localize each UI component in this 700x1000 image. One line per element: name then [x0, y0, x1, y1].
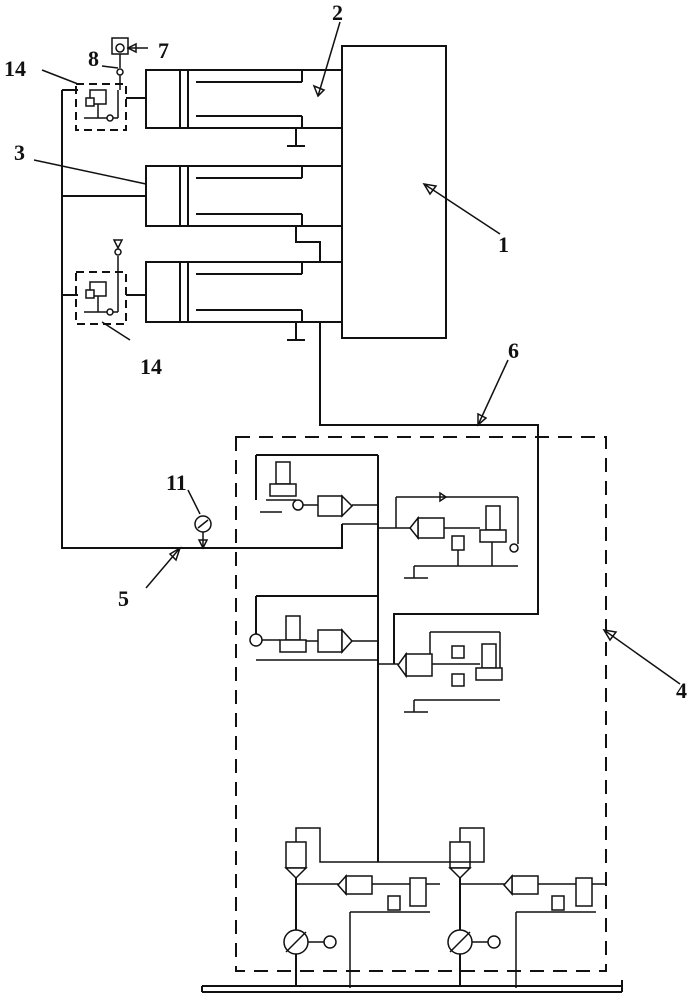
label-pipe-6: 6 [508, 338, 519, 363]
label-main-block-1: 1 [498, 232, 509, 257]
valve-group-upper [260, 462, 518, 578]
left-supply-pipe [62, 196, 342, 548]
label-item-8: 8 [88, 46, 99, 71]
check-valve-block-lower [76, 240, 126, 324]
label-valve-14-top: 14 [4, 56, 26, 81]
label-enclosure-4: 4 [676, 678, 687, 703]
label-1-cylinder-2: 2 [332, 0, 343, 25]
check-valve-block-top [76, 84, 126, 130]
label-cylinder-3: 3 [14, 140, 25, 165]
label-valve-14-lower: 14 [140, 354, 162, 379]
cylinder-bottom [146, 262, 342, 340]
label-line-5: 5 [118, 586, 129, 611]
pump-unit-right [378, 828, 606, 988]
pressure-gauge-top [112, 38, 148, 90]
pump-unit-left [284, 828, 440, 988]
cylinder-top [146, 70, 342, 146]
valve-group-middle [250, 616, 502, 712]
tank-line [202, 960, 622, 992]
pressure-gauge-11 [195, 516, 211, 548]
label-gauge-11: 11 [166, 470, 187, 495]
main-block [342, 46, 446, 338]
label-item-7: 7 [158, 38, 169, 63]
